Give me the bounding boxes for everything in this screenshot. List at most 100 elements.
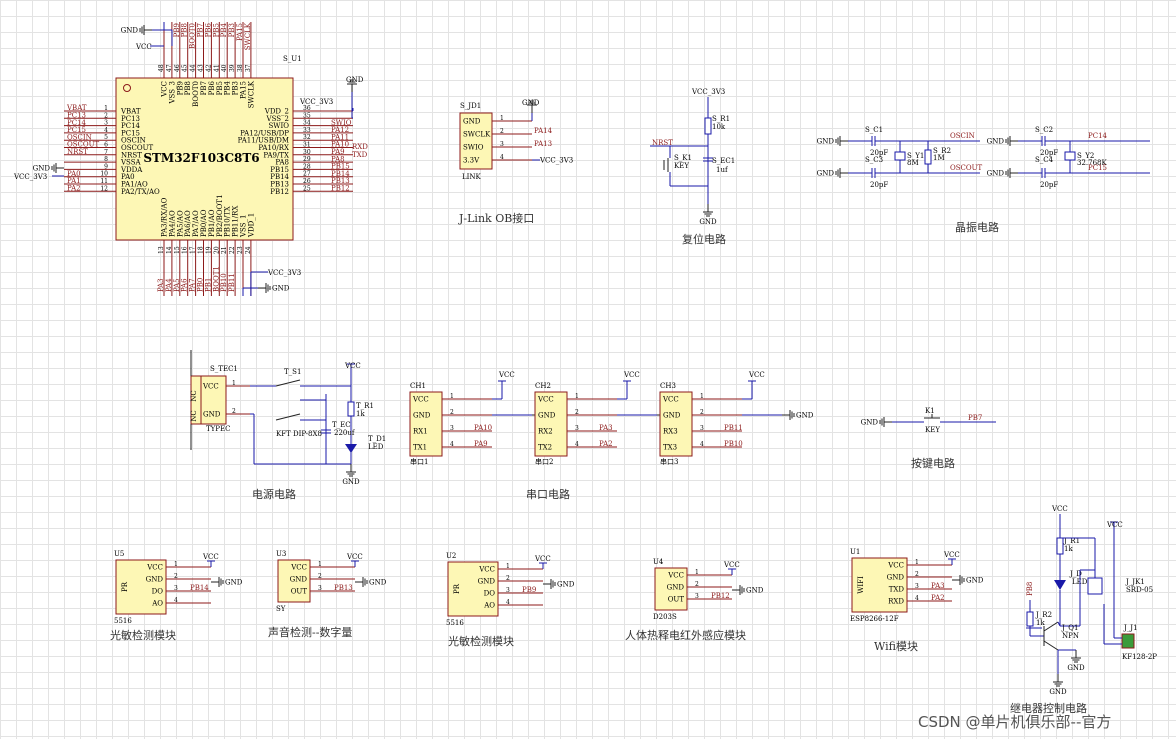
pin-number: 3 <box>506 587 510 594</box>
pin-number: 25 <box>303 185 311 192</box>
pin-name: TX2 <box>538 444 552 452</box>
relay-title: 继电器控制电路 <box>1010 701 1087 715</box>
pin-number: 2 <box>506 575 510 582</box>
pin-number: 2 <box>700 409 704 416</box>
pin-number: 4 <box>104 127 108 134</box>
pin-name: PB9 <box>176 81 184 95</box>
resistor <box>704 117 712 135</box>
vcc-label: VCC <box>344 362 361 370</box>
transistor-val: NPN <box>1062 632 1079 640</box>
net-label: PB13 <box>334 584 353 592</box>
gnd-label: GND <box>1049 688 1067 696</box>
pin-number: 3 <box>695 593 699 600</box>
cap-ref: T_EC <box>332 421 351 429</box>
wire <box>1057 621 1061 627</box>
pin-name: PB2/BOOT1 <box>216 194 224 237</box>
pin-number: 24 <box>245 246 252 254</box>
net-label: PA10 <box>331 141 349 149</box>
pin-name: PB4 <box>224 80 232 95</box>
vcc-label: VCC <box>346 553 363 561</box>
net-label: PB3 <box>228 23 236 37</box>
net-label: PB8 <box>1026 582 1034 596</box>
net-label: PA2 <box>931 594 945 602</box>
pin-number: 45 <box>182 64 189 72</box>
vcc-label: VCC <box>1106 521 1123 529</box>
res-ref: T_R1 <box>356 402 374 410</box>
usb-type: TYPEC <box>206 425 230 433</box>
res-ref: S_R2 <box>933 147 951 155</box>
pin-number: 39 <box>229 64 236 72</box>
conn-ref: J_J1 <box>1123 624 1138 632</box>
module-ref: U4 <box>653 558 664 566</box>
cap-ref: S_C1 <box>865 126 883 134</box>
pin-name: SWCLK <box>463 131 491 139</box>
relay-ref: J_JK1 <box>1125 578 1145 586</box>
pin-name: PA2/TX/AO <box>121 188 160 196</box>
cap-ref: S_EC1 <box>712 157 735 165</box>
module-title: 光敏检测模块 <box>448 634 514 648</box>
serial-ref: CH2 <box>535 382 551 390</box>
pin-name: PA8 <box>275 159 289 167</box>
vcc-label: VCC <box>748 371 765 379</box>
pin-number: 1 <box>104 105 108 112</box>
pin-name: VDD_1 <box>247 213 255 238</box>
pin-name: PA3/RX/AO <box>161 197 169 237</box>
res-ref: J_R1 <box>1063 537 1080 545</box>
pin-name: PB8 <box>184 81 192 95</box>
res-val: 1k <box>356 410 365 418</box>
pin-number: 4 <box>700 441 704 448</box>
net-label: PB6 <box>204 22 212 37</box>
module-ref: U1 <box>850 548 860 556</box>
cap-val: 220uf <box>334 429 356 437</box>
net-label: PC15 <box>1088 164 1107 172</box>
pin-number: 3 <box>700 425 704 432</box>
pin-name: GND <box>887 574 905 582</box>
pin1-marker <box>123 84 131 92</box>
gnd-label: GND <box>861 419 879 427</box>
mcu-body <box>115 77 294 241</box>
pin-number: 44 <box>190 64 197 72</box>
pin-number: 18 <box>198 246 205 254</box>
module-title: 声音检测--数字量 <box>268 625 352 639</box>
gnd-label: GND <box>966 577 984 585</box>
res-ref: S_R1 <box>712 115 730 123</box>
gnd-label: GND <box>1067 664 1085 672</box>
pin-number: 3 <box>915 583 919 590</box>
gnd-label: GND <box>272 285 290 293</box>
pin-name: SWCLK <box>247 80 255 108</box>
pin-name: PB13 <box>270 181 289 189</box>
module-foot: ESP8266-12F <box>850 615 899 623</box>
pin-number: 1 <box>174 561 178 568</box>
net-label: PA9 <box>331 148 345 156</box>
pin-name: VSS_3 <box>168 81 176 104</box>
serial-ref: CH3 <box>660 382 676 390</box>
vcc-label: VCC <box>623 371 640 379</box>
net-label: PB9 <box>173 23 181 37</box>
pin-name: TX1 <box>413 444 427 452</box>
pin-name: PC15 <box>121 129 140 137</box>
pin-number: 15 <box>174 246 181 254</box>
pin-name: PB15 <box>270 166 289 174</box>
vcc-label: VCC_3V3 <box>691 88 725 96</box>
pin-name: OSCOUT <box>121 144 154 152</box>
pin-number: 30 <box>303 149 311 156</box>
pin-number: 35 <box>303 112 311 119</box>
pin-number: 1 <box>232 380 236 387</box>
net-label: VBAT <box>66 104 87 112</box>
net-label: PB12 <box>711 592 730 600</box>
net-label: PA15 <box>236 23 244 41</box>
pin-name: BOOT0 <box>192 81 200 107</box>
pin-number: 42 <box>205 64 212 72</box>
net-label: PA5 <box>173 278 181 292</box>
sw-ref: T_S1 <box>284 368 301 376</box>
pin-name: PA7/AO <box>192 210 200 237</box>
pin-number: 2 <box>174 573 178 580</box>
pin-number: 48 <box>158 64 165 72</box>
vcc-label: VCC <box>723 561 740 569</box>
pin-number: 1 <box>700 393 704 400</box>
net-label: PA1 <box>67 177 81 185</box>
pin-number: 9 <box>104 163 108 170</box>
pin-number: 2 <box>500 128 504 135</box>
pin-number: 2 <box>695 581 699 588</box>
